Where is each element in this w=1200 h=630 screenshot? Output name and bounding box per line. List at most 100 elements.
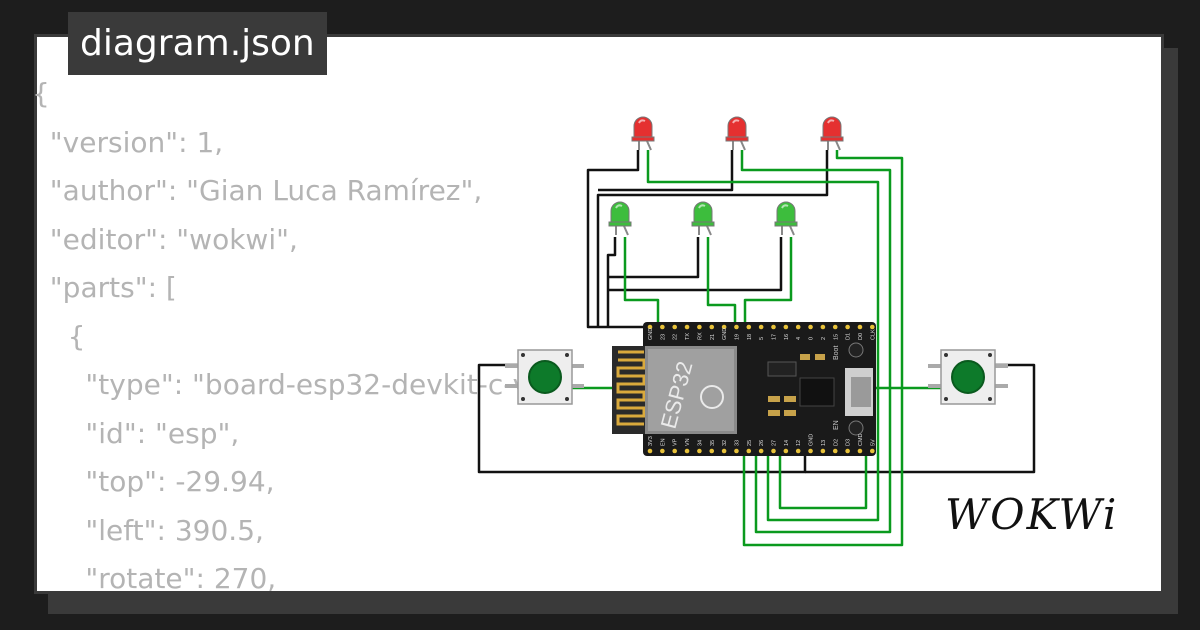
pin-label: D2 <box>833 439 839 446</box>
boot-label: Boot <box>833 346 840 360</box>
pin-label: 3V3 <box>648 436 654 446</box>
pin-label: 5V <box>870 439 876 446</box>
en-button <box>848 420 864 436</box>
pin-label: 17 <box>772 334 778 340</box>
pin[interactable] <box>783 448 789 454</box>
pin-label: VP <box>673 438 679 446</box>
code-line: "version": 1, <box>49 125 224 159</box>
en-label: EN <box>833 420 840 430</box>
red-led-3[interactable] <box>820 116 844 151</box>
pin[interactable] <box>795 448 801 454</box>
pin[interactable] <box>721 324 727 330</box>
pin-label: 13 <box>821 440 827 446</box>
pin-label: GND <box>648 328 654 340</box>
pin[interactable] <box>647 324 653 330</box>
pin[interactable] <box>660 448 665 454</box>
wire-black-red3 <box>596 150 829 327</box>
pin[interactable] <box>746 324 752 330</box>
pin[interactable] <box>832 448 838 454</box>
pin[interactable] <box>684 448 690 454</box>
pin-label: 27 <box>772 440 778 446</box>
code-line: "editor": "wokwi", <box>49 222 298 256</box>
pin-label: 19 <box>734 334 740 340</box>
pin-label: 22 <box>673 334 679 340</box>
wire-green-g3 <box>743 237 793 327</box>
pin[interactable] <box>845 324 850 330</box>
pin-label: 33 <box>734 440 740 446</box>
pin-label: 23 <box>660 334 666 340</box>
pin[interactable] <box>647 448 653 454</box>
pin[interactable] <box>870 448 875 454</box>
pin-label: 16 <box>784 334 790 340</box>
pushbutton-left[interactable] <box>505 349 584 405</box>
pin[interactable] <box>832 324 838 330</box>
wire-green-red2 <box>740 150 892 534</box>
pin[interactable] <box>870 324 875 330</box>
pin-label: D3 <box>846 439 852 446</box>
pin-label: GND <box>722 328 728 340</box>
pin[interactable] <box>857 324 863 330</box>
pin-label: 15 <box>833 334 839 340</box>
wire-green-g2 <box>706 237 737 327</box>
boot-button <box>848 342 864 358</box>
pin-label: 2 <box>821 337 827 340</box>
pin[interactable] <box>709 448 715 454</box>
pin[interactable] <box>684 324 690 330</box>
pin[interactable] <box>795 324 801 330</box>
wire-black-red2 <box>598 150 734 192</box>
pin-label: 25 <box>747 440 753 446</box>
wire-black-g2 <box>608 237 700 279</box>
green-led-1[interactable] <box>608 201 632 236</box>
pin[interactable] <box>771 324 776 330</box>
code-line: { <box>67 319 86 353</box>
pin-label: VN <box>685 438 691 446</box>
pin[interactable] <box>672 324 677 330</box>
pin-label: CMD <box>858 433 864 446</box>
pin-label: 0 <box>809 337 815 340</box>
pin[interactable] <box>845 448 850 454</box>
pin[interactable] <box>808 324 813 330</box>
pin[interactable] <box>857 448 863 454</box>
pin[interactable] <box>672 448 677 454</box>
pin[interactable] <box>820 448 826 454</box>
pin[interactable] <box>734 324 739 330</box>
pin-label: 5 <box>759 337 765 340</box>
pin-label: EN <box>660 438 666 446</box>
green-led-2[interactable] <box>691 201 715 236</box>
pin[interactable] <box>758 448 764 454</box>
file-tab[interactable]: diagram.json <box>68 12 327 75</box>
wire-black-btn-left <box>477 363 807 474</box>
pin[interactable] <box>808 448 813 454</box>
red-led-1[interactable] <box>631 116 655 151</box>
pin[interactable] <box>734 448 739 454</box>
red-leds <box>631 116 844 151</box>
pin-label: 34 <box>697 440 703 446</box>
pin[interactable] <box>709 324 715 330</box>
pin[interactable] <box>721 448 727 454</box>
pin[interactable] <box>820 324 826 330</box>
pin-label: 18 <box>747 334 753 340</box>
code-line: "parts": [ <box>49 271 177 304</box>
pin[interactable] <box>783 324 789 330</box>
pin[interactable] <box>771 448 776 454</box>
pin-label: CLK <box>870 329 876 340</box>
pin-label: 14 <box>784 440 790 446</box>
pin[interactable] <box>746 448 752 454</box>
pin[interactable] <box>697 448 702 454</box>
wire-green-g1 <box>623 237 660 327</box>
wire-green-red1 <box>646 150 880 522</box>
pin[interactable] <box>660 324 665 330</box>
code-line: "left": 390.5, <box>85 513 264 547</box>
pushbutton-right[interactable] <box>928 349 1008 405</box>
pin[interactable] <box>758 324 764 330</box>
code-line: { <box>32 77 50 110</box>
pushbutton-right-cap <box>951 360 985 394</box>
green-led-3[interactable] <box>774 201 798 236</box>
pin-label: 26 <box>759 440 765 446</box>
pin-label: 32 <box>722 440 728 446</box>
red-led-2[interactable] <box>725 116 749 151</box>
pin[interactable] <box>697 324 702 330</box>
